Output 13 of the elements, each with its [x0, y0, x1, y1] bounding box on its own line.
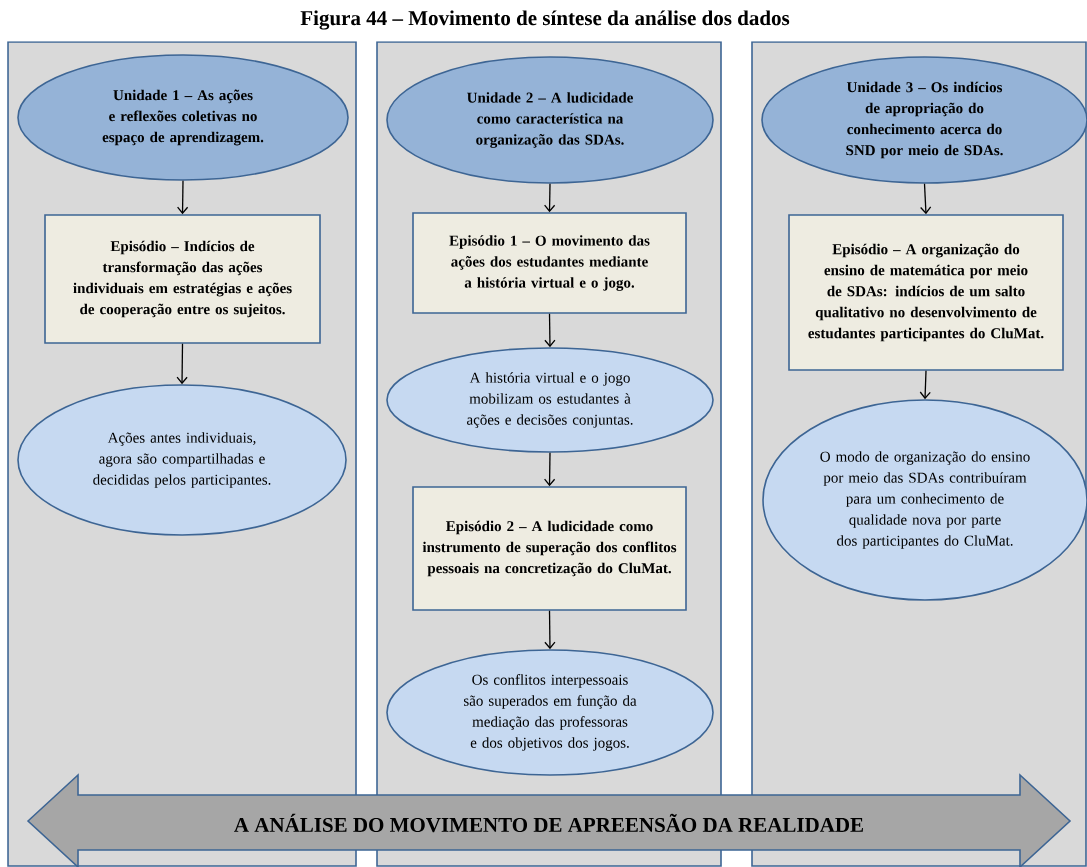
arrow [176, 180, 189, 215]
arrow [544, 610, 556, 650]
arrow [543, 452, 556, 487]
arrow [919, 370, 931, 400]
title: Figura 44 – Movimento de síntese da análise dos dados [300, 10, 790, 30]
arrow [176, 343, 188, 385]
episode-box: Episódio – A organização do ensino de matemática por meio de SDAs: indícios de um salto qualitativo no desenvolvimento de estudantes participantes do CluMat. [788, 214, 1064, 371]
episode-box: Episódio – Indícios de transformação das ações individuais em estratégias e ações de cooperação entre os sujeitos. [44, 214, 321, 344]
episode-box: Episódio 1 – O movimento das ações dos estudantes mediante a história virtual e o jogo. [412, 212, 687, 314]
episode-box: Episódio 2 – A ludicidade como instrumento de superação dos conflitos pessoais na concretização do CluMat. [412, 486, 687, 611]
arrow [544, 183, 556, 213]
arrow [920, 183, 932, 215]
arrow [544, 313, 556, 348]
